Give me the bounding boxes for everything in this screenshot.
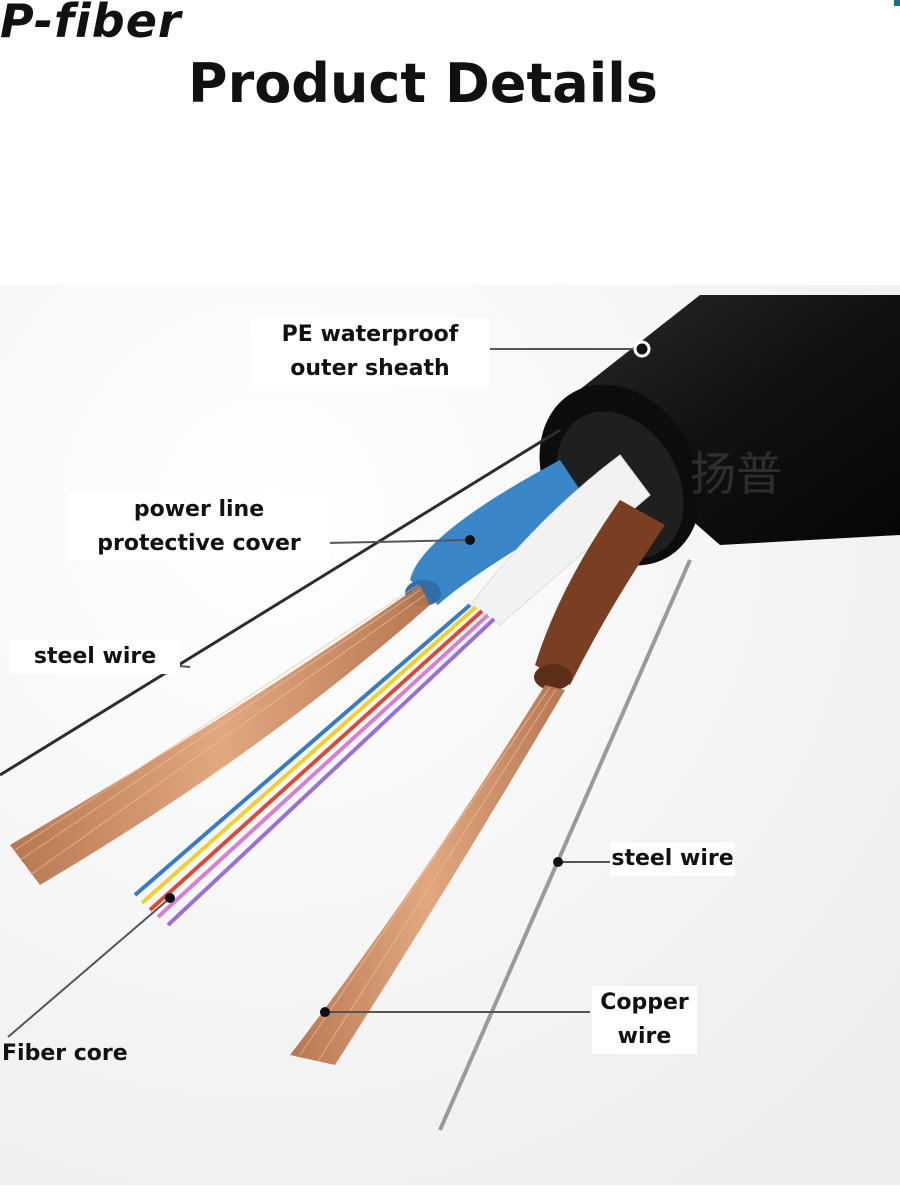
pointer-power-cover: [465, 535, 475, 545]
label-pe-sheath: PE waterproof outer sheath: [250, 318, 490, 386]
label-fiber-core: Fiber core: [2, 1041, 128, 1066]
label-copper-wire: Copper wire: [592, 986, 697, 1054]
label-steel-wire-right: steel wire: [610, 842, 735, 876]
copper-wire-brown: [290, 500, 665, 1065]
pointer-sheath: [633, 340, 651, 358]
steel-wire-right: [438, 559, 692, 1131]
fiber-tube: [133, 454, 651, 927]
pointer-steel-right: [553, 857, 563, 867]
pointer-fiber: [165, 893, 175, 903]
steel-wire-left: [0, 428, 561, 777]
power-line-blue: [10, 460, 590, 885]
label-steel-wire-left: steel wire: [10, 640, 180, 674]
pointer-copper: [320, 1007, 330, 1017]
corner-mark: [894, 0, 900, 6]
cable-photo: 扬普: [0, 285, 900, 1185]
page-title: Product Details: [188, 52, 658, 115]
label-power-cover: power line protective cover: [68, 493, 330, 561]
watermark: 扬普: [690, 447, 782, 501]
brand-logo: P-fiber: [0, 0, 182, 48]
